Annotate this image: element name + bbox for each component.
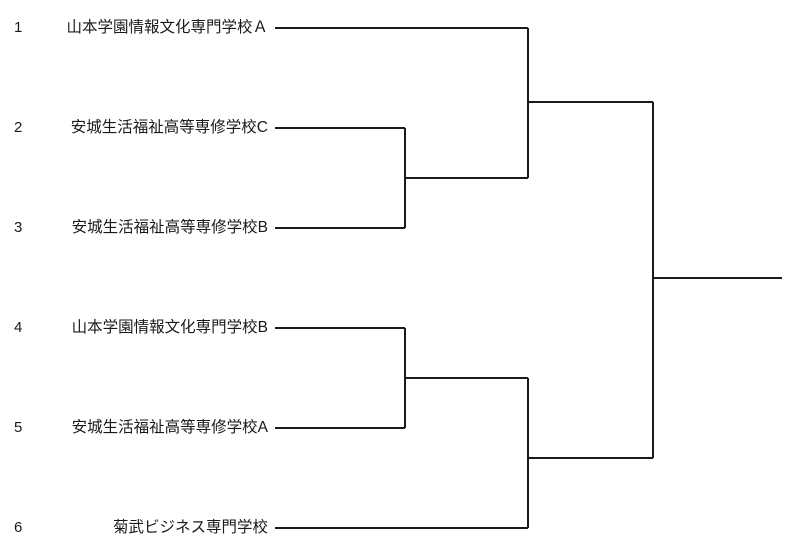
seed-number: 3: [14, 219, 23, 236]
seed-name: 菊武ビジネス専門学校: [112, 519, 268, 536]
seed-name: 山本学園情報文化専門学校Ａ: [66, 19, 268, 36]
seed-number: 6: [14, 519, 23, 536]
seed-number: 1: [14, 19, 23, 36]
seed-number: 4: [14, 319, 23, 336]
seed-name: 安城生活福祉高等専修学校A: [71, 419, 268, 436]
final-connectors: [652, 102, 782, 458]
seed-name: 安城生活福祉高等専修学校C: [70, 119, 268, 136]
seed-name: 安城生活福祉高等専修学校B: [71, 219, 268, 236]
round1-seed-lines: [275, 27, 528, 529]
seed-number: 2: [14, 119, 23, 136]
seed-name: 山本学園情報文化専門学校B: [71, 319, 268, 336]
seed-number: 5: [14, 419, 23, 436]
round1-connectors: [404, 128, 528, 428]
round2-connectors: [527, 28, 653, 528]
